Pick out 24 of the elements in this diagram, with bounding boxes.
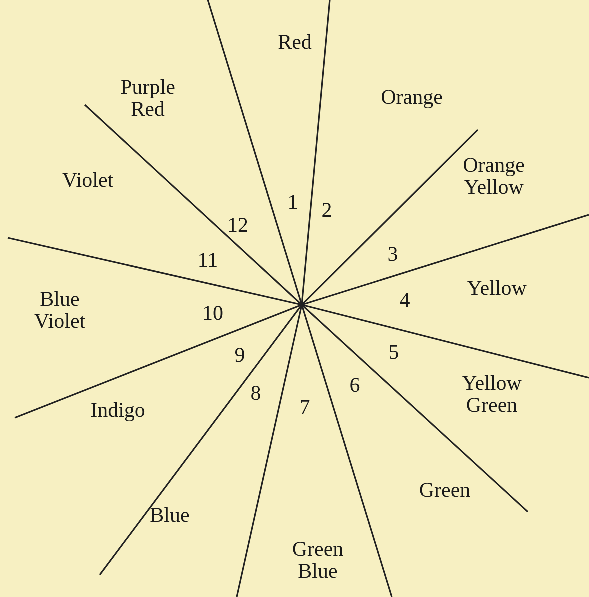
color-name: Yellow <box>467 277 527 299</box>
color-name: Blue Violet <box>34 288 86 332</box>
color-name: Indigo <box>90 399 146 421</box>
color-name: Blue <box>150 504 190 526</box>
color-name: Green <box>419 479 471 501</box>
sector-number: 2 <box>322 199 332 221</box>
sector-number: 9 <box>234 344 246 366</box>
sector-number: 12 <box>228 214 248 236</box>
color-name: Orange <box>381 86 443 108</box>
sector-number: 4 <box>400 289 410 311</box>
sector-number: 11 <box>198 249 218 271</box>
color-name: Purple Red <box>120 76 176 120</box>
sector-number: 7 <box>300 396 310 418</box>
color-name: Green Blue <box>292 538 344 582</box>
sector-number: 10 <box>202 302 224 324</box>
color-name: Red <box>278 31 312 53</box>
sector-number: 6 <box>350 374 360 396</box>
color-name: Yellow Green <box>462 372 522 416</box>
sector-number: 3 <box>388 243 398 265</box>
color-name: Orange Yellow <box>463 154 525 198</box>
color-name: Violet <box>62 169 114 191</box>
sector-number: 5 <box>388 341 400 363</box>
sector-number: 8 <box>250 382 262 404</box>
sector-number: 1 <box>288 191 298 213</box>
